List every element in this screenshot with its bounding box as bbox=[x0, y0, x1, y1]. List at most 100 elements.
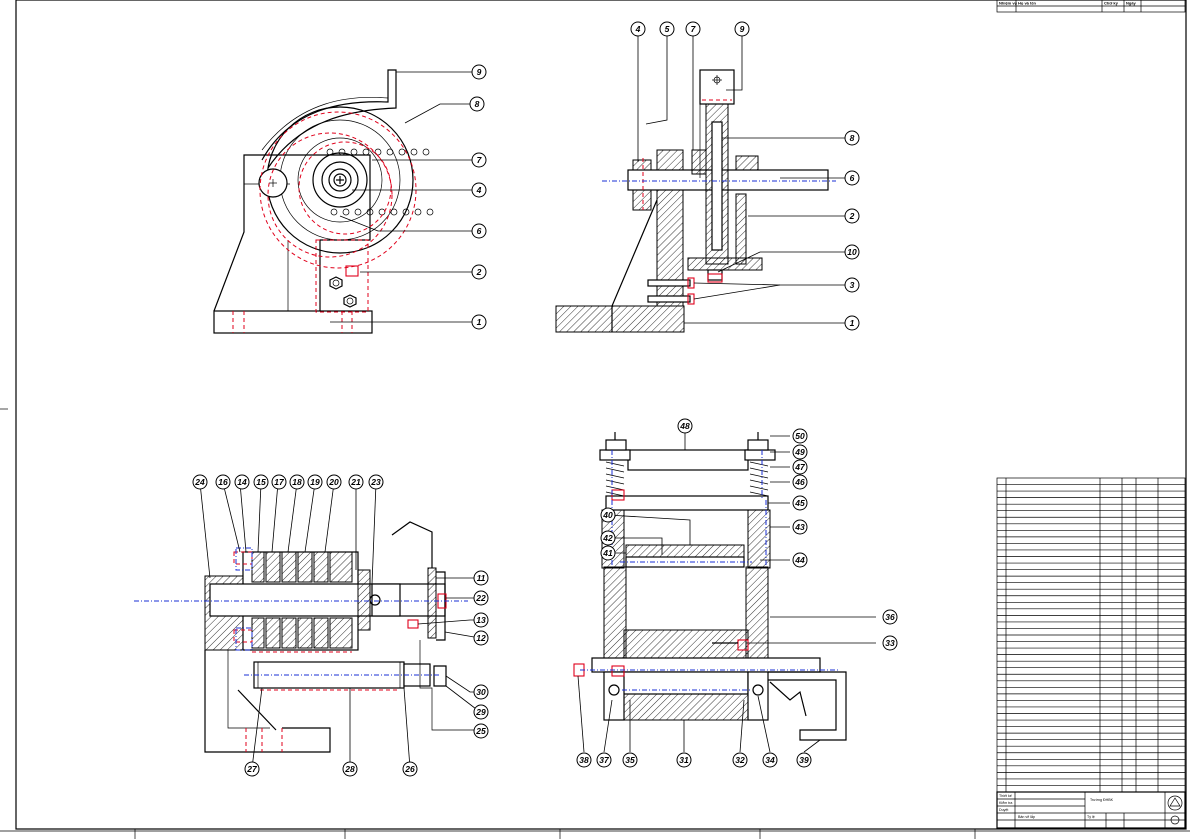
svg-text:2: 2 bbox=[476, 267, 482, 277]
callout-balloon: 46 bbox=[792, 474, 808, 490]
svg-text:43: 43 bbox=[794, 522, 805, 532]
callout-balloon: 7 bbox=[471, 152, 487, 168]
callout-balloon: 13 bbox=[473, 612, 489, 628]
callout-balloon: 23 bbox=[368, 474, 384, 490]
callout-balloon: 38 bbox=[576, 752, 592, 768]
callout-balloon: 4 bbox=[471, 182, 487, 198]
school-name: Trường ĐHBK bbox=[1090, 798, 1114, 802]
callout-balloon: 6 bbox=[471, 223, 487, 239]
callout-balloon: 9 bbox=[734, 21, 750, 37]
drawing-title: Bản vẽ lắp bbox=[1018, 814, 1035, 819]
callout-balloon: 34 bbox=[762, 752, 778, 768]
svg-text:19: 19 bbox=[310, 477, 320, 487]
view-top-left bbox=[213, 69, 472, 334]
callout-balloon: 15 bbox=[253, 474, 269, 490]
svg-text:32: 32 bbox=[735, 755, 745, 765]
svg-text:31: 31 bbox=[679, 755, 689, 765]
svg-text:22: 22 bbox=[475, 593, 486, 603]
callout-balloon: 17 bbox=[271, 474, 287, 490]
callout-balloon: 33 bbox=[882, 635, 898, 651]
callout-balloon: 8 bbox=[844, 130, 860, 146]
svg-text:26: 26 bbox=[404, 764, 415, 774]
callout-balloon: 22 bbox=[473, 590, 489, 606]
svg-text:21: 21 bbox=[350, 477, 361, 487]
svg-text:38: 38 bbox=[579, 755, 589, 765]
school-logo-icon bbox=[1167, 795, 1183, 811]
callout-balloon: 11 bbox=[473, 570, 489, 586]
callout-balloon: 12 bbox=[473, 630, 489, 646]
callout-balloon: 19 bbox=[307, 474, 323, 490]
callout-balloon: 18 bbox=[289, 474, 305, 490]
callout-balloon: 43 bbox=[792, 519, 808, 535]
main-title-block: Thiết kế Kiểm tra Duyệt Tỷ lệ Bản vẽ lắp… bbox=[996, 791, 1186, 829]
svg-text:37: 37 bbox=[599, 755, 610, 765]
callout-balloon: 37 bbox=[596, 752, 612, 768]
svg-text:9: 9 bbox=[740, 24, 745, 34]
svg-text:50: 50 bbox=[795, 431, 805, 441]
callout-balloon: 49 bbox=[792, 444, 808, 460]
svg-text:46: 46 bbox=[794, 477, 805, 487]
svg-text:40: 40 bbox=[602, 510, 613, 520]
svg-text:15: 15 bbox=[256, 477, 266, 487]
svg-text:45: 45 bbox=[794, 498, 805, 508]
callout-balloon: 10 bbox=[844, 244, 860, 260]
parts-list-table bbox=[996, 477, 1186, 829]
callout-balloon: 25 bbox=[473, 723, 489, 739]
svg-text:5: 5 bbox=[665, 24, 670, 34]
callout-balloon: 8 bbox=[469, 96, 485, 112]
svg-text:14: 14 bbox=[237, 477, 247, 487]
callout-balloon: 6 bbox=[844, 170, 860, 186]
svg-text:47: 47 bbox=[794, 462, 806, 472]
svg-text:48: 48 bbox=[679, 421, 690, 431]
callout-balloon: 3 bbox=[844, 277, 860, 293]
svg-text:1: 1 bbox=[850, 318, 855, 328]
checker-label: Kiểm tra bbox=[999, 801, 1012, 805]
svg-text:12: 12 bbox=[476, 633, 486, 643]
svg-text:6: 6 bbox=[477, 226, 482, 236]
svg-text:7: 7 bbox=[477, 155, 483, 165]
svg-text:20: 20 bbox=[328, 477, 339, 487]
callout-balloon: 40 bbox=[600, 507, 616, 523]
callout-balloon: 27 bbox=[244, 761, 260, 777]
rev-col-3: Chữ ký bbox=[1104, 1, 1119, 6]
callout-balloon: 35 bbox=[622, 752, 638, 768]
svg-text:39: 39 bbox=[799, 755, 809, 765]
svg-text:28: 28 bbox=[344, 764, 355, 774]
svg-text:4: 4 bbox=[476, 185, 482, 195]
svg-text:6: 6 bbox=[850, 173, 855, 183]
svg-text:9: 9 bbox=[477, 67, 482, 77]
callout-balloon: 2 bbox=[471, 264, 487, 280]
callouts-top-right: 4 5 7 9 8 6 2 10 3 1 bbox=[630, 21, 860, 331]
callout-balloon: 47 bbox=[792, 459, 808, 475]
svg-text:41: 41 bbox=[602, 548, 613, 558]
svg-text:30: 30 bbox=[476, 687, 486, 697]
callout-balloon: 42 bbox=[600, 530, 616, 546]
svg-text:49: 49 bbox=[794, 447, 805, 457]
callout-balloon: 16 bbox=[215, 474, 231, 490]
callout-balloon: 29 bbox=[473, 704, 489, 720]
callout-balloon: 48 bbox=[677, 418, 693, 434]
callout-balloon: 20 bbox=[326, 474, 342, 490]
callout-balloon: 21 bbox=[348, 474, 364, 490]
svg-text:1: 1 bbox=[477, 317, 482, 327]
callout-balloon: 50 bbox=[792, 428, 808, 444]
callouts-top-left: 9 8 7 4 6 2 1 bbox=[469, 64, 487, 330]
callout-balloon: 1 bbox=[471, 314, 487, 330]
callout-balloon: 14 bbox=[234, 474, 250, 490]
approver-label: Duyệt bbox=[999, 808, 1008, 812]
designer-label: Thiết kế bbox=[999, 794, 1012, 798]
rev-col-1: Nhiệm vụ bbox=[999, 1, 1018, 6]
svg-text:34: 34 bbox=[765, 755, 775, 765]
callout-balloon: 26 bbox=[402, 761, 418, 777]
callout-balloon: 32 bbox=[732, 752, 748, 768]
svg-text:11: 11 bbox=[477, 573, 486, 583]
svg-text:35: 35 bbox=[625, 755, 635, 765]
callout-balloon: 5 bbox=[659, 21, 675, 37]
callout-balloon: 1 bbox=[844, 315, 860, 331]
callout-balloon: 2 bbox=[844, 208, 860, 224]
callout-balloon: 30 bbox=[473, 684, 489, 700]
callout-balloon: 36 bbox=[882, 609, 898, 625]
svg-text:42: 42 bbox=[602, 533, 613, 543]
